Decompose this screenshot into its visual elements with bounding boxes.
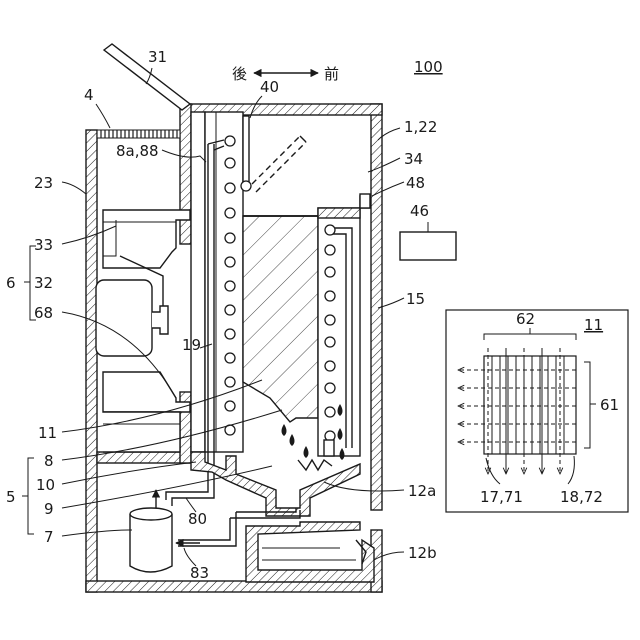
label-12a: 12a	[408, 482, 436, 500]
label-23: 23	[34, 174, 53, 192]
label-40: 40	[260, 78, 279, 96]
sensor-48	[360, 194, 370, 208]
label-68: 68	[34, 304, 53, 322]
label-19: 19	[182, 336, 201, 354]
label-1-22: 1,22	[404, 118, 437, 136]
top-vent	[97, 130, 180, 138]
label-10: 10	[36, 476, 55, 494]
label-46: 46	[410, 202, 429, 220]
ice-pieces	[298, 460, 332, 470]
ice-tray-block	[243, 216, 318, 422]
label-15: 15	[406, 290, 425, 308]
inset-label-62: 62	[516, 310, 535, 328]
label-34: 34	[404, 150, 423, 168]
label-8: 8	[44, 452, 54, 470]
direction-back-label: 後	[232, 65, 247, 83]
label-31: 31	[148, 48, 167, 66]
label-6: 6	[6, 274, 16, 292]
controller-box-46	[400, 232, 456, 260]
label-9: 9	[44, 500, 54, 518]
label-8a-88: 8a,88	[116, 142, 159, 160]
tube-column-right	[318, 196, 370, 456]
label-4: 4	[84, 86, 94, 104]
label-5: 5	[6, 488, 16, 506]
label-83: 83	[190, 564, 209, 582]
label-11: 11	[38, 424, 57, 442]
label-7: 7	[44, 528, 54, 546]
label-48: 48	[406, 174, 425, 192]
tray-assembly-6	[96, 210, 190, 452]
pump-7	[130, 490, 172, 572]
inset-label-61: 61	[600, 396, 619, 414]
label-32: 32	[34, 274, 53, 292]
lid-31	[104, 44, 190, 110]
direction-front-label: 前	[324, 65, 339, 83]
label-80: 80	[188, 510, 207, 528]
nozzle-40	[241, 116, 306, 192]
water-tank-12b	[246, 522, 374, 582]
drain-funnel-12a	[191, 452, 360, 516]
inset-label-18-72: 18,72	[560, 488, 603, 506]
inset-title-11: 11	[584, 316, 603, 334]
label-33: 33	[34, 236, 53, 254]
figure-number: 100	[414, 58, 443, 76]
label-12b: 12b	[408, 544, 437, 562]
inset-label-17-71: 17,71	[480, 488, 523, 506]
